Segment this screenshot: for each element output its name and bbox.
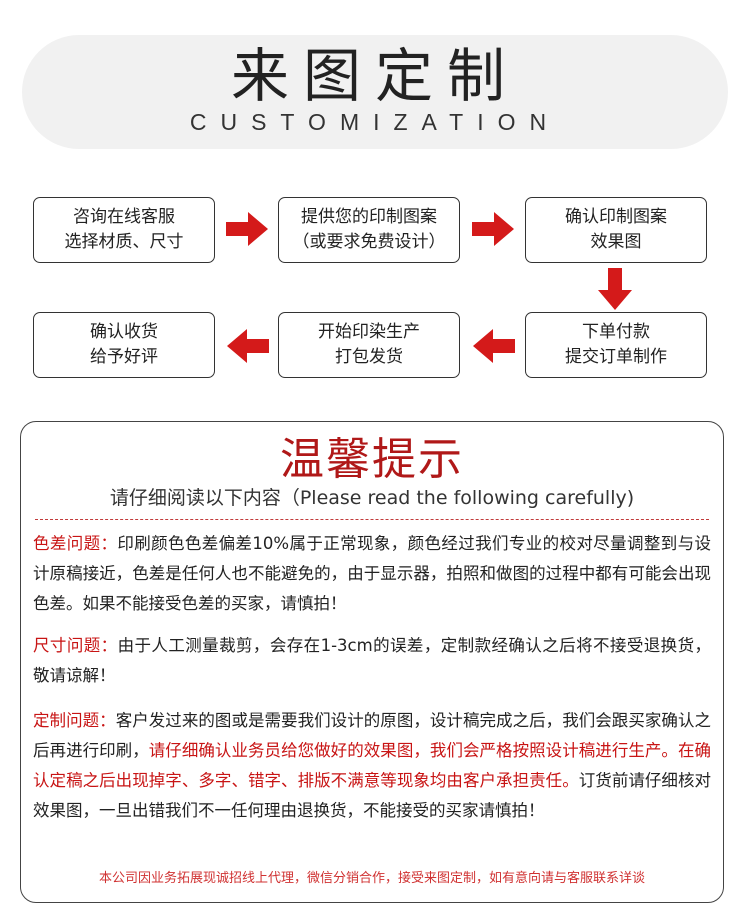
step-line: 下单付款	[582, 322, 650, 342]
step-line: 效果图	[590, 232, 642, 252]
notice-title: 温馨提示	[280, 434, 464, 485]
step-line: 咨询在线客服	[73, 207, 175, 227]
page-subtitle: CUSTOMIZATION	[189, 109, 561, 135]
color-difference-label: 色差问题：	[33, 534, 118, 553]
header-banner	[22, 35, 728, 149]
step-confirm-design: 确认印制图案 效果图	[525, 197, 707, 263]
page-title: 来图定制	[230, 42, 519, 110]
step-consult: 咨询在线客服 选择材质、尺寸	[33, 197, 215, 263]
color-difference-paragraph: 色差问题：印刷颜色色差偏差10%属于正常现象，颜色经过我们专业的校对尽量调整到与…	[33, 529, 711, 619]
dashed-divider	[35, 519, 709, 520]
size-label: 尺寸问题：	[33, 636, 118, 655]
arrow-left-icon	[227, 329, 269, 363]
arrow-right-icon	[226, 212, 268, 246]
customization-label: 定制问题：	[33, 711, 116, 730]
size-paragraph: 尺寸问题：由于人工测量裁剪，会存在1-3cm的误差，定制款经确认之后将不接受退换…	[33, 631, 711, 691]
step-provide-design: 提供您的印制图案 （或要求免费设计）	[278, 197, 460, 263]
step-line: （或要求免费设计）	[292, 232, 446, 252]
step-line: 确认收货	[90, 322, 158, 342]
footer-notice: 本公司因业务拓展现诚招线上代理，微信分销合作，接受来图定制，如有意向请与客服联系…	[98, 871, 645, 886]
arrow-down-icon	[598, 268, 632, 310]
step-line: 提供您的印制图案	[301, 207, 437, 227]
customization-text: 客户发过来的图或是需要我们设计的原图，设计稿完成之后，我们会跟买家确认之后再进行…	[33, 711, 712, 760]
step-line: 选择材质、尺寸	[64, 232, 184, 252]
arrow-left-icon	[473, 329, 515, 363]
step-line: 提交订单制作	[565, 347, 667, 367]
customization-text-end: 订货前请仔细核对效果图，一旦出错我们不一任何理由退换货，不能接受的买家请慎拍！	[33, 771, 712, 820]
customization-paragraph: 定制问题：客户发过来的图或是需要我们设计的原图，设计稿完成之后，我们会跟买家确认…	[33, 706, 711, 826]
step-line: 给予好评	[90, 347, 158, 367]
color-difference-text: 印刷颜色色差偏差10%属于正常现象，颜色经过我们专业的校对尽量调整到与设计原稿接…	[33, 534, 711, 613]
step-line: 确认印制图案	[565, 207, 667, 227]
notice-panel: 温馨提示 请仔细阅读以下内容（Please read the following…	[20, 421, 724, 903]
step-production: 开始印染生产 打包发货	[278, 312, 460, 378]
notice-subtitle: 请仔细阅读以下内容（Please read the following care…	[109, 487, 635, 509]
arrow-right-icon	[472, 212, 514, 246]
size-text: 由于人工测量裁剪，会存在1-3cm的误差，定制款经确认之后将不接受退换货，敬请谅…	[33, 636, 711, 685]
step-receive: 确认收货 给予好评	[33, 312, 215, 378]
step-line: 开始印染生产	[318, 322, 420, 342]
step-order-payment: 下单付款 提交订单制作	[525, 312, 707, 378]
step-line: 打包发货	[335, 347, 403, 367]
customization-warning: 请仔细确认业务员给您做好的效果图，我们会严格按照设计稿进行生产。在确认定稿之后出…	[33, 741, 712, 790]
